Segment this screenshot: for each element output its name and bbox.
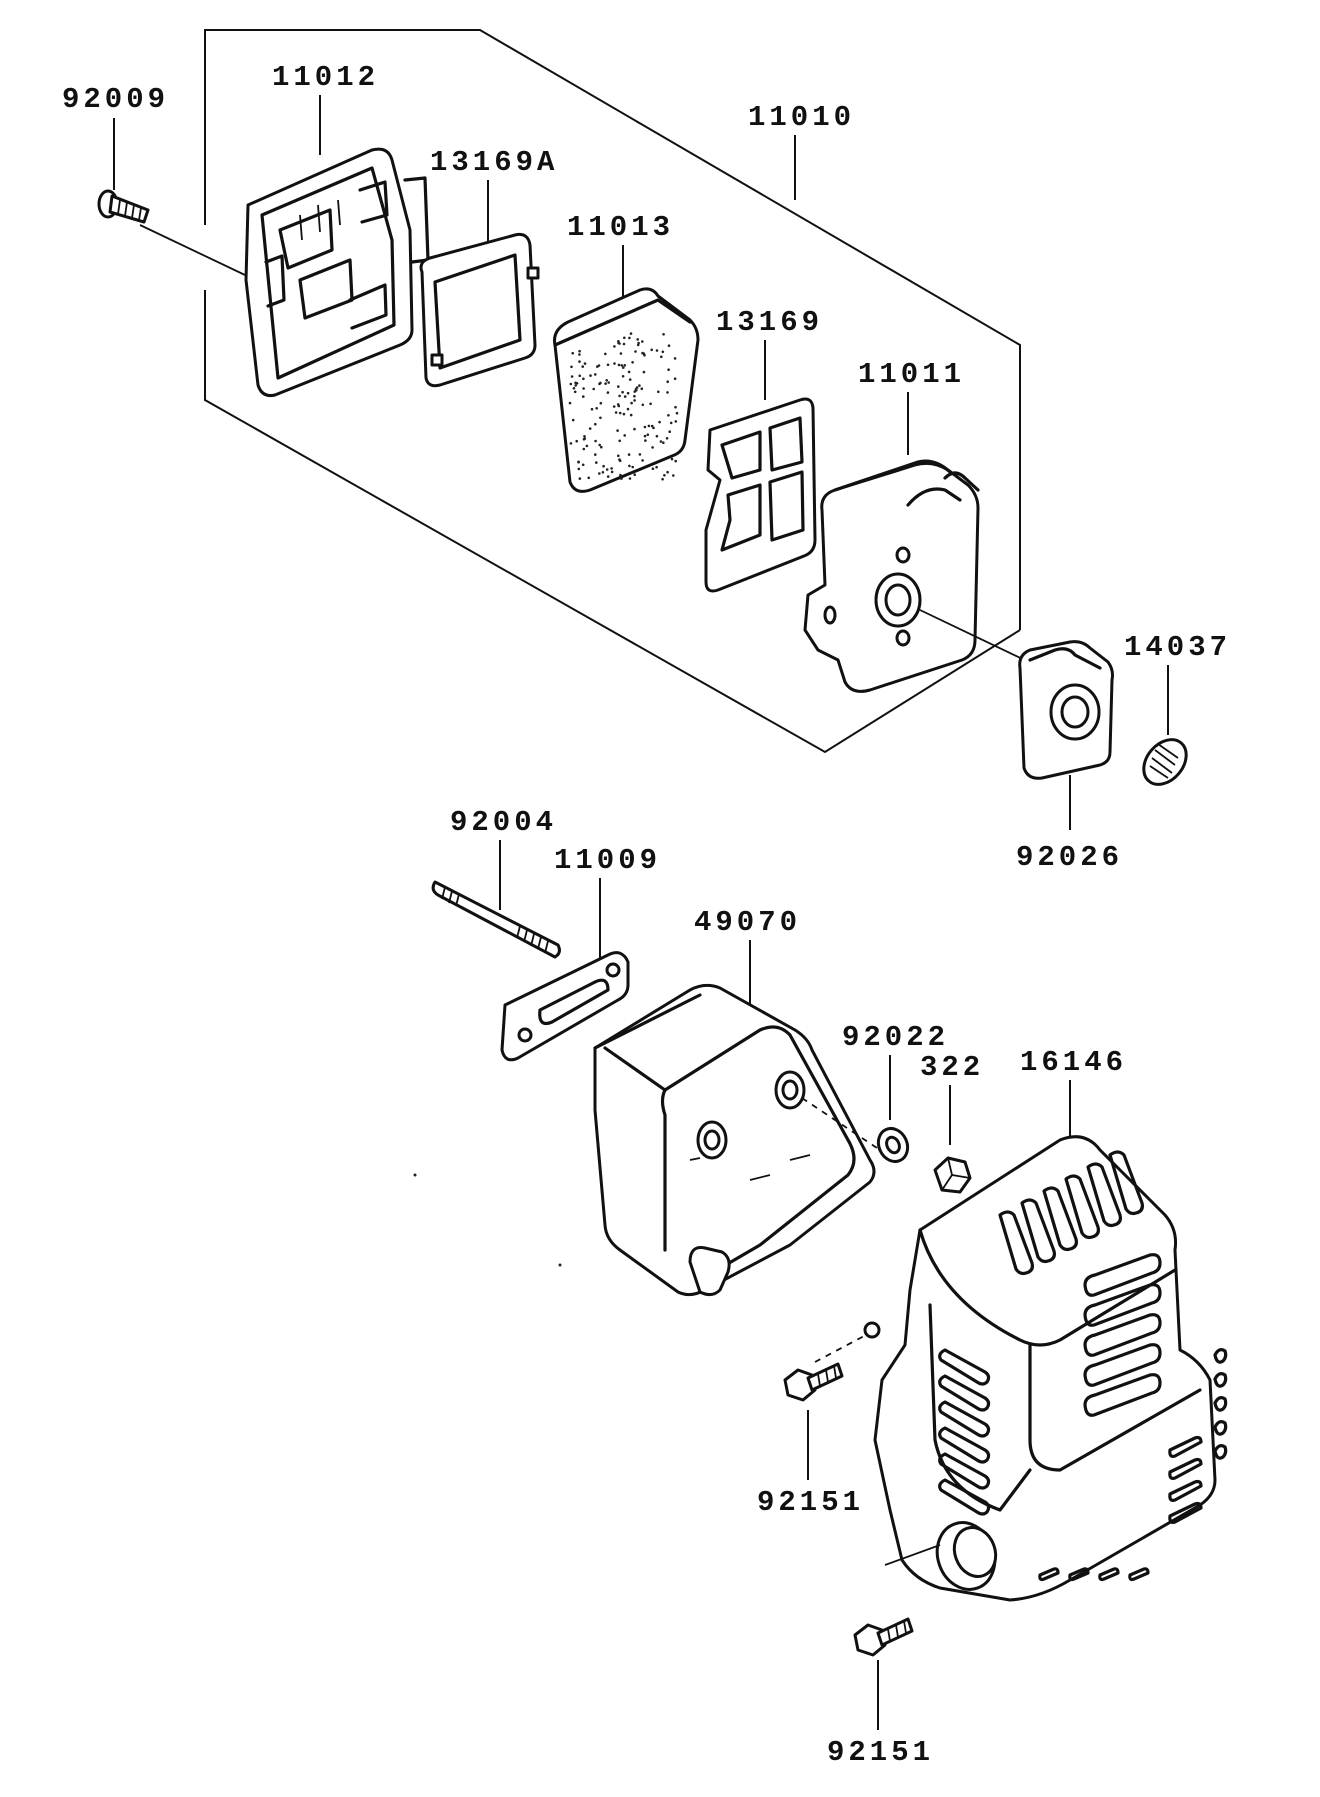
bolt-92151-upper: [783, 1362, 844, 1402]
screw-92009: [97, 189, 246, 276]
label-92026: 92026: [1016, 841, 1123, 874]
label-13169: 13169: [716, 306, 823, 339]
label-11010: 11010: [748, 101, 855, 134]
label-322: 322: [920, 1051, 984, 1084]
stud-bolt-92004: [431, 880, 561, 959]
scan-speck: [558, 1263, 562, 1267]
label-14037: 14037: [1124, 631, 1231, 664]
gasket-13169a: [419, 233, 540, 388]
label-13169a: 13169A: [430, 146, 558, 179]
label-16146: 16146: [1020, 1046, 1127, 1079]
scan-speck: [413, 1173, 417, 1177]
label-92004: 92004: [450, 806, 557, 839]
label-49070: 49070: [694, 906, 801, 939]
label-11013: 11013: [567, 211, 674, 244]
insulator-92026: [1018, 640, 1114, 780]
bolt-92151-lower: [853, 1617, 914, 1657]
label-92151-lower: 92151: [827, 1736, 934, 1769]
muffler-cover-16146: [814, 1135, 1228, 1602]
air-cleaner-cover-11012: [244, 147, 430, 397]
filter-element-11013: [553, 287, 700, 493]
assembly-bracket-11010: [204, 29, 1021, 754]
label-92009: 92009: [62, 83, 169, 116]
label-92151-upper: 92151: [757, 1486, 864, 1519]
label-11009: 11009: [554, 844, 661, 877]
muffler-49070: [593, 983, 881, 1297]
label-11012: 11012: [272, 61, 379, 94]
nut-322: [933, 1156, 972, 1194]
label-92022: 92022: [842, 1021, 949, 1054]
muffler-gasket-11009: [500, 951, 630, 1062]
gasket-13169: [704, 397, 817, 593]
air-cleaner-base-11011: [803, 459, 1036, 693]
label-11011: 11011: [858, 358, 965, 391]
spring-14037: [1142, 738, 1188, 786]
leader-lines: [113, 95, 1169, 1730]
washer-92022: [876, 1126, 910, 1164]
